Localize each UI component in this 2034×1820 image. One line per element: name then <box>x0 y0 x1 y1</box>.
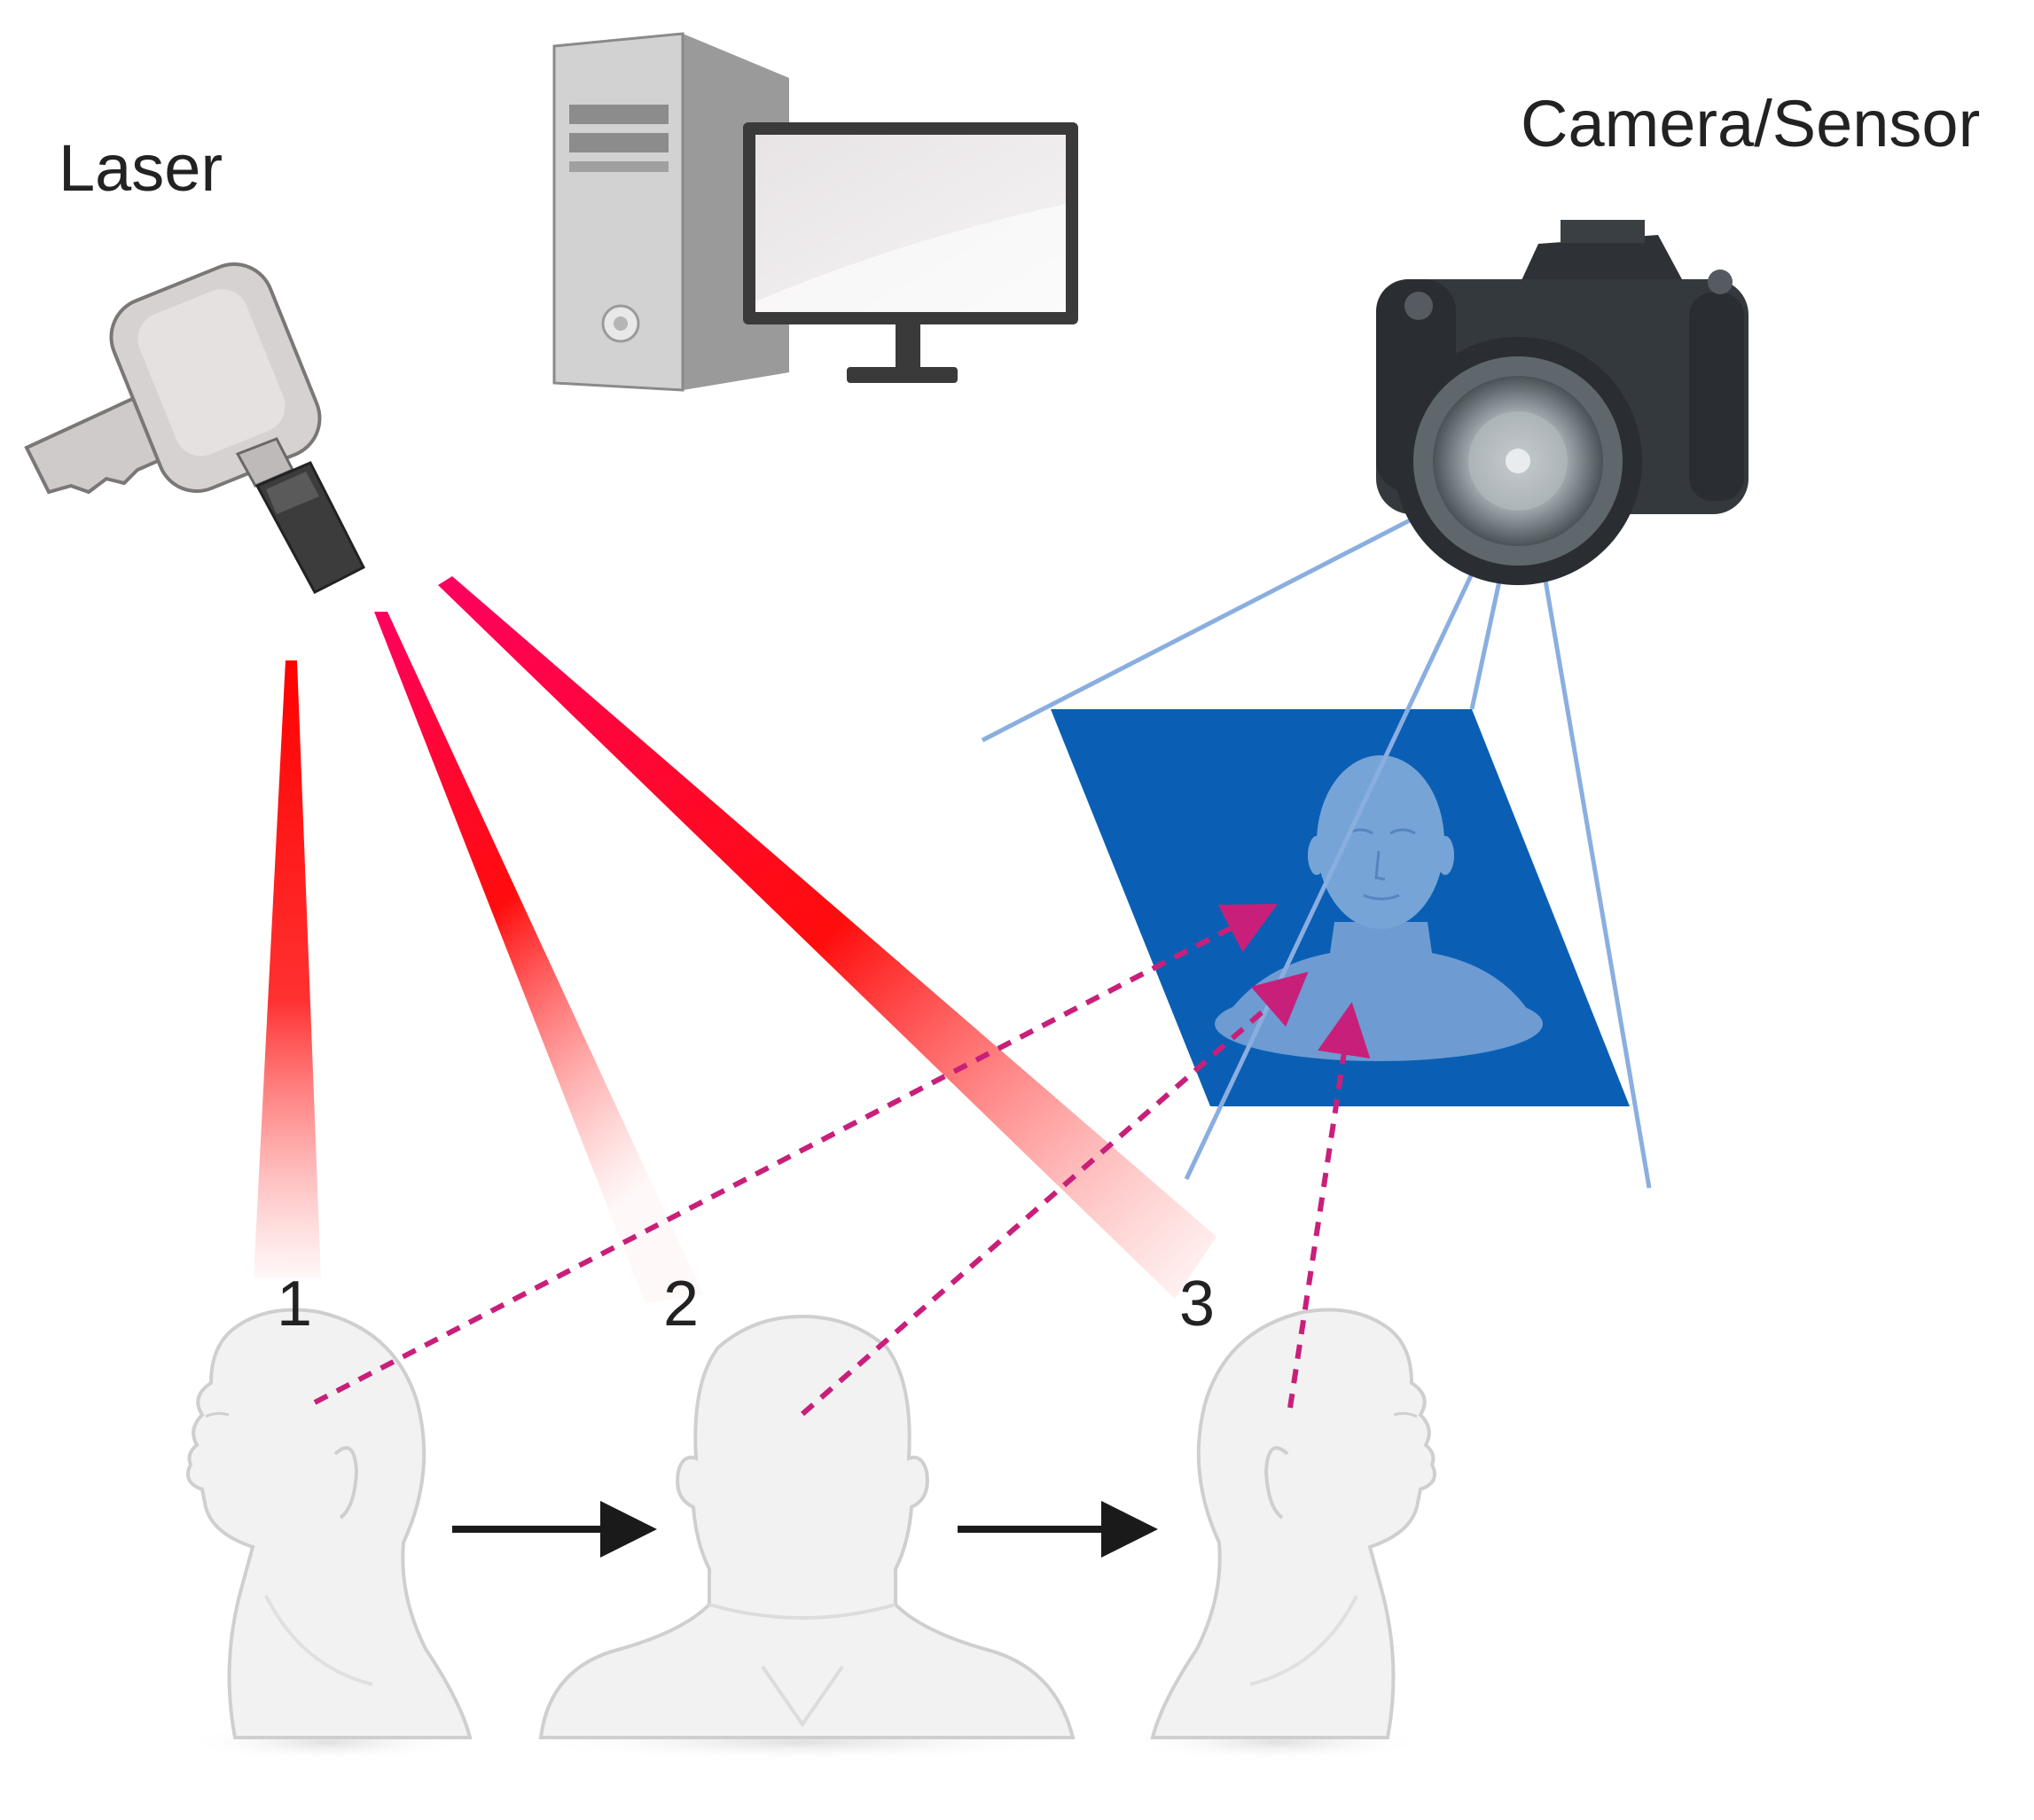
camera-label: Camera/Sensor <box>1521 87 1980 160</box>
laser-label: Laser <box>59 131 223 205</box>
projection-line-1 <box>313 903 1278 1405</box>
projection-line-3 <box>1287 1002 1371 1409</box>
projection-line-2 <box>801 972 1309 1417</box>
laser-beam-1 <box>254 660 321 1278</box>
projection-lines <box>313 903 1371 1417</box>
laser-beam-2 <box>374 612 703 1303</box>
camera-frustum-front <box>1184 459 1652 1189</box>
sensor-plane <box>1051 709 1630 1106</box>
position-number-1: 1 <box>277 1269 312 1340</box>
head-icon-position-1 <box>186 1308 473 1739</box>
computer-icon <box>552 32 1078 392</box>
position-number-2: 2 <box>663 1269 699 1340</box>
laser-scanner-icon <box>24 262 366 595</box>
head-icon-position-3 <box>1150 1308 1436 1739</box>
head-icon-position-2 <box>538 1314 1076 1739</box>
laser-beam-3 <box>438 576 1216 1299</box>
camera-icon <box>1376 220 1748 585</box>
position-number-3: 3 <box>1179 1269 1215 1340</box>
